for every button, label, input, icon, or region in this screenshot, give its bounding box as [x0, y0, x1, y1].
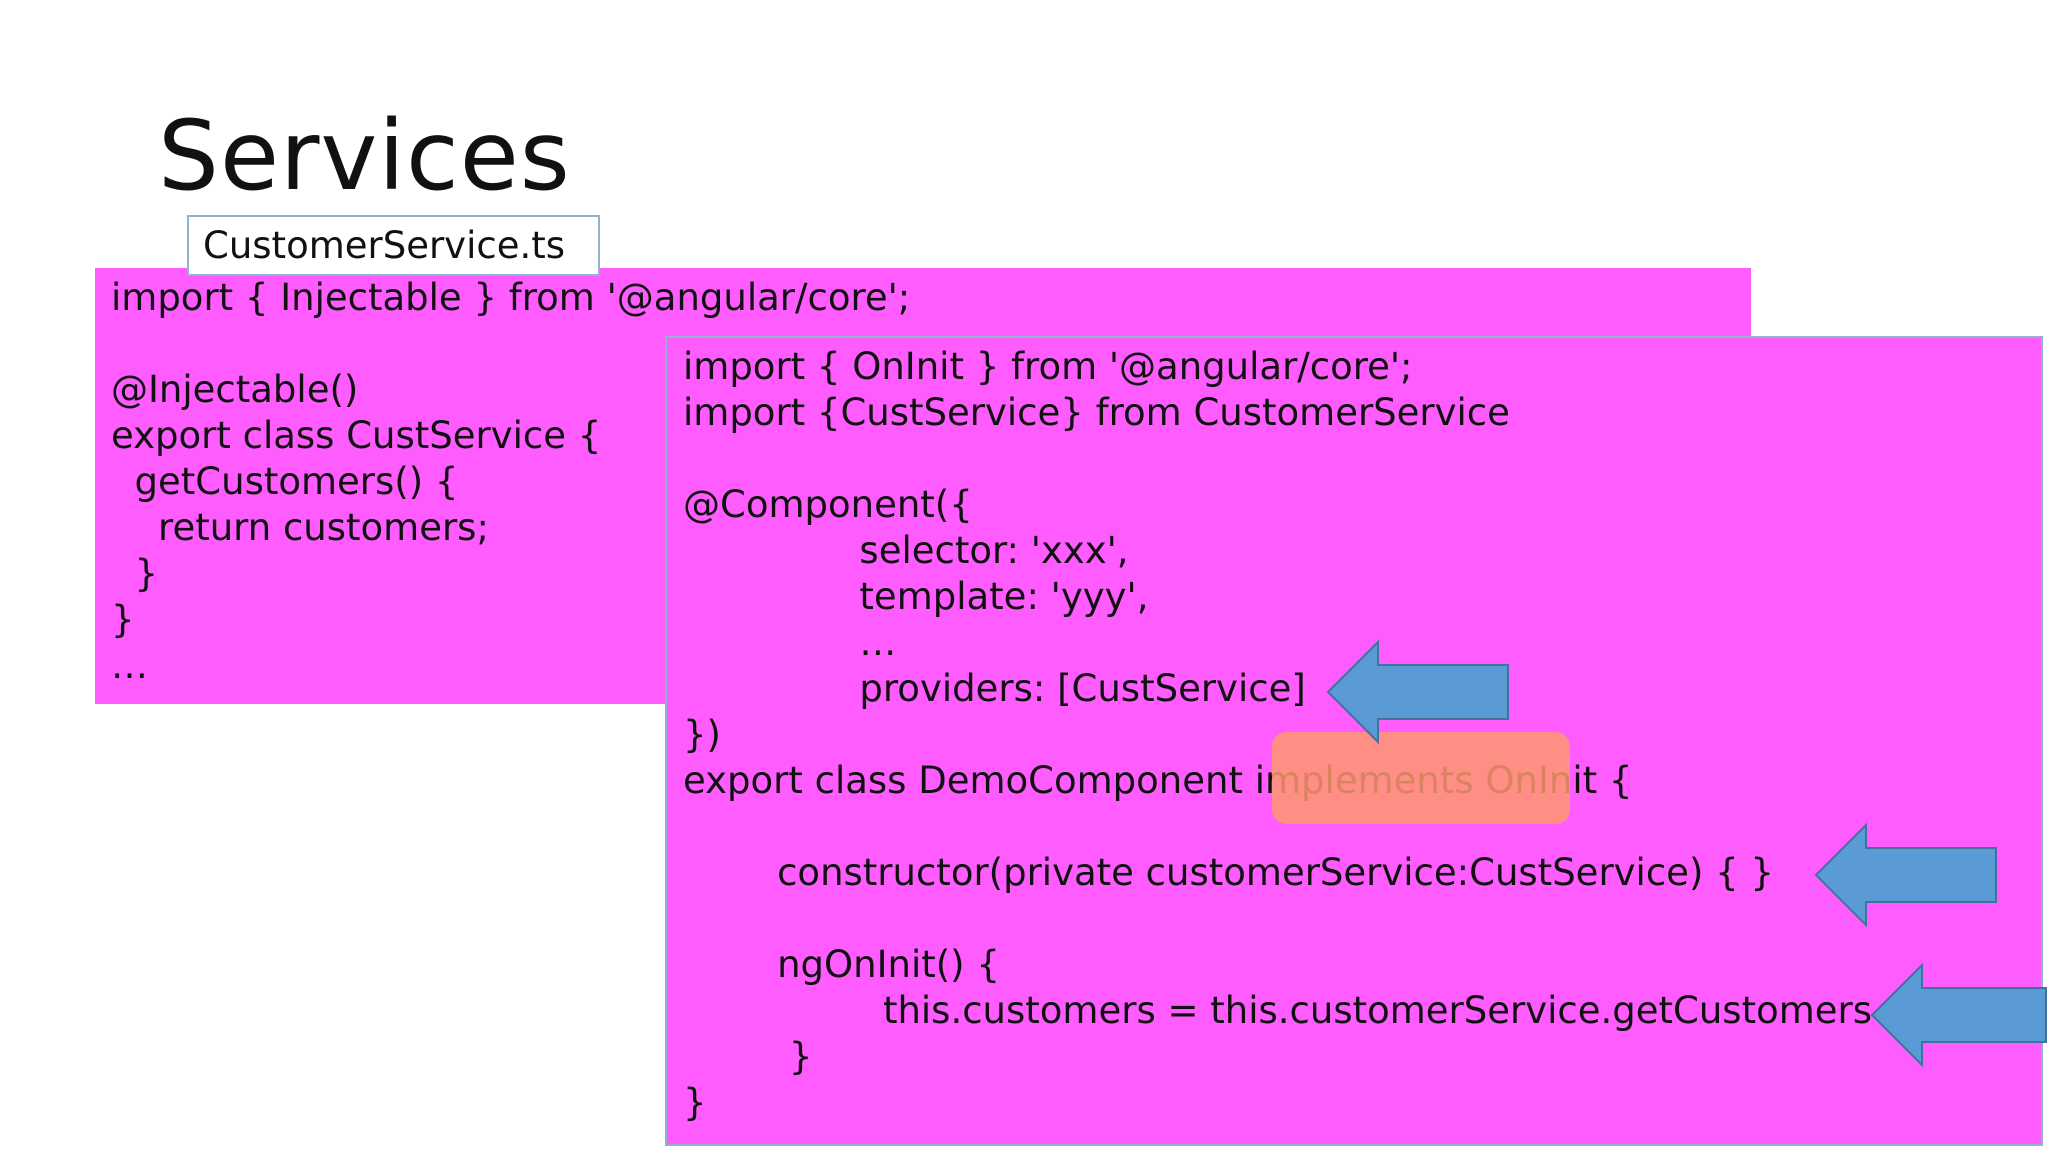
slide-title: Services: [158, 100, 571, 212]
code-line: }: [111, 552, 159, 595]
code-line: @Component({: [683, 483, 973, 526]
code-line: constructor(private customerService:Cust…: [683, 851, 1774, 894]
code-line: providers: [CustService]: [683, 667, 1306, 710]
code-line: export class CustService {: [111, 414, 602, 457]
code-line: …: [683, 621, 897, 664]
code-line: @Injectable(): [111, 368, 359, 411]
code-line: …: [111, 644, 148, 687]
code-line: import {CustService} from CustomerServic…: [683, 391, 1510, 434]
code-line: import { Injectable } from '@angular/cor…: [111, 276, 911, 319]
code-line: ngOnInit() {: [683, 943, 1000, 986]
left-arrow-icon: [1326, 639, 1509, 745]
code-line: this.customers = this.customerService.ge…: [683, 989, 1873, 1032]
code-line: template: 'yyy',: [683, 575, 1149, 618]
left-arrow-icon: [1814, 822, 1997, 928]
code-line: getCustomers() {: [111, 460, 459, 503]
code-line: }: [683, 1081, 707, 1124]
code-line: selector: 'xxx',: [683, 529, 1129, 572]
code-line: }): [683, 713, 721, 756]
code-line: }: [683, 1035, 813, 1078]
code-line: }: [111, 598, 135, 641]
left-arrow-icon: [1870, 962, 2047, 1068]
implements-oninit-highlight: [1272, 732, 1570, 824]
code-line: import { OnInit } from '@angular/core';: [683, 345, 1413, 388]
code-line: return customers;: [111, 506, 489, 549]
file-name-label: CustomerService.ts: [187, 215, 600, 276]
